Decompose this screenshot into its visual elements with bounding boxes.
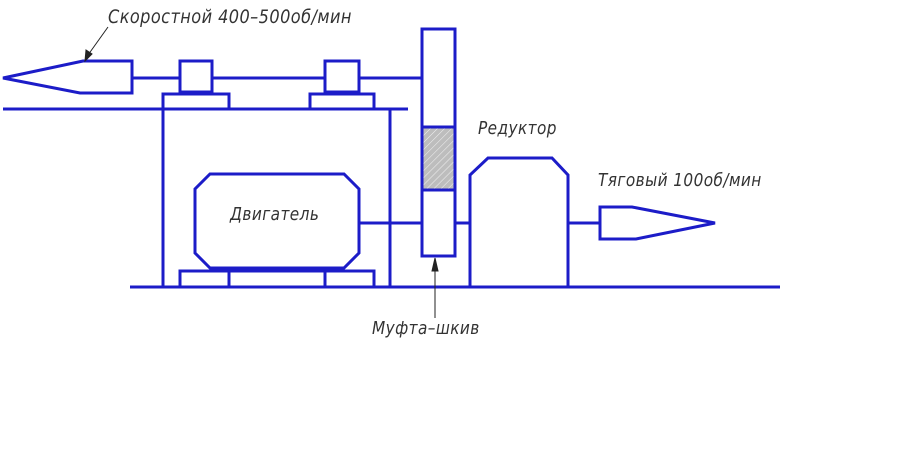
fast-output-leader <box>87 26 109 56</box>
bearing-1-base <box>161 92 231 111</box>
traction-output-cone <box>598 205 716 241</box>
bearing-1 <box>178 59 214 94</box>
coupling-pulley-label: Муфта–шкив <box>372 318 480 339</box>
reducer-body <box>468 156 570 287</box>
bearing-2-base <box>308 92 376 111</box>
pulley-hatched-section <box>420 125 457 192</box>
motor-label: Двигатель <box>230 204 320 225</box>
fast-output-label: Скоростной 400–500об/мин <box>108 6 352 28</box>
fast-output-cone <box>2 59 134 95</box>
reducer-label: Редуктор <box>478 118 557 139</box>
motor-body <box>193 172 361 270</box>
traction-output-label: Тяговый 100об/мин <box>598 170 762 191</box>
motor-base <box>178 269 376 289</box>
bearing-2 <box>323 59 361 94</box>
leader-arrowhead <box>84 49 93 63</box>
leader-arrowhead <box>431 257 439 272</box>
